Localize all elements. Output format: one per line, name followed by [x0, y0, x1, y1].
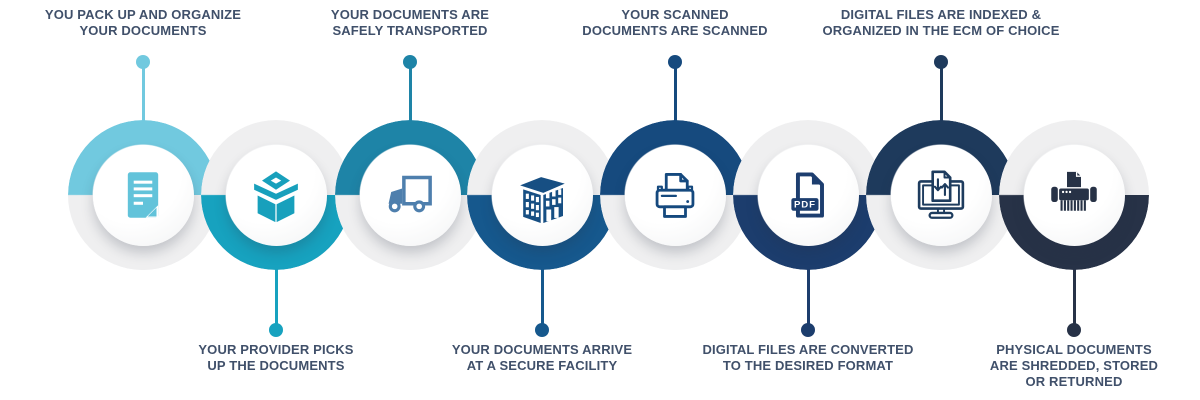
connector-dot — [1067, 323, 1081, 337]
step-ring — [866, 120, 1016, 270]
connector-line — [274, 266, 278, 327]
step-8-shred-store-return: PHYSICAL DOCUMENTS ARE SHREDDED, STORED … — [944, 0, 1200, 400]
step-label: YOU PACK UP AND ORGANIZE YOUR DOCUMENTS — [44, 7, 242, 38]
document-icon — [127, 172, 159, 218]
open-box-icon — [254, 171, 298, 223]
connector-dot — [934, 55, 948, 69]
step-circle — [359, 144, 461, 246]
step-ring — [999, 120, 1149, 270]
connector-dot — [403, 55, 417, 69]
step-circle: PDF — [757, 144, 859, 246]
step-circle — [92, 144, 194, 246]
connector-line — [141, 66, 145, 124]
step-7-index-ecm: DIGITAL FILES ARE INDEXED & ORGANIZED IN… — [811, 0, 1071, 400]
step-3-transport: YOUR DOCUMENTS ARE SAFELY TRANSPORTED — [280, 0, 540, 400]
connector-line — [939, 66, 943, 124]
step-circle — [1023, 144, 1125, 246]
step-label: PHYSICAL DOCUMENTS ARE SHREDDED, STORED … — [989, 342, 1159, 389]
step-label: YOUR DOCUMENTS ARE SAFELY TRANSPORTED — [330, 7, 490, 38]
monitor-transfer-icon — [917, 170, 965, 219]
step-ring — [467, 120, 617, 270]
connector-line — [408, 66, 412, 124]
connector-dot — [269, 323, 283, 337]
scanner-printer-icon — [655, 173, 695, 218]
building-icon — [520, 177, 565, 223]
step-label: YOUR PROVIDER PICKS UP THE DOCUMENTS — [198, 342, 354, 373]
connector-dot — [801, 323, 815, 337]
step-2-provider-pickup: YOUR PROVIDER PICKS UP THE DOCUMENTS — [146, 0, 406, 400]
connector-dot — [668, 55, 682, 69]
step-circle — [624, 144, 726, 246]
step-label: YOUR SCANNED DOCUMENTS ARE SCANNED — [582, 7, 768, 38]
step-ring — [68, 120, 218, 270]
connector-line — [540, 266, 544, 327]
step-circle — [491, 144, 593, 246]
pdf-badge-text: PDF — [794, 200, 816, 211]
connector-dot — [136, 55, 150, 69]
step-circle — [225, 144, 327, 246]
step-ring — [335, 120, 485, 270]
step-ring — [600, 120, 750, 270]
step-1-pack-documents: YOU PACK UP AND ORGANIZE YOUR DOCUMENTS — [13, 0, 273, 400]
step-5-scanning: YOUR SCANNED DOCUMENTS ARE SCANNED — [545, 0, 805, 400]
step-circle — [890, 144, 992, 246]
step-ring — [201, 120, 351, 270]
step-6-convert-format: DIGITAL FILES ARE CONVERTED TO THE DESIR… — [678, 0, 938, 400]
step-ring — [733, 120, 883, 270]
pdf-file-icon: PDF — [791, 172, 824, 218]
truck-icon — [388, 175, 432, 213]
step-4-secure-facility: YOUR DOCUMENTS ARRIVE AT A SECURE FACILI… — [412, 0, 672, 400]
connector-line — [806, 266, 810, 327]
connector-line — [673, 66, 677, 124]
step-label: DIGITAL FILES ARE INDEXED & ORGANIZED IN… — [822, 7, 1060, 38]
connector-line — [1072, 266, 1076, 327]
shredder-icon — [1051, 171, 1097, 211]
step-label: DIGITAL FILES ARE CONVERTED TO THE DESIR… — [702, 342, 914, 373]
step-label: YOUR DOCUMENTS ARRIVE AT A SECURE FACILI… — [451, 342, 633, 373]
connector-dot — [535, 323, 549, 337]
